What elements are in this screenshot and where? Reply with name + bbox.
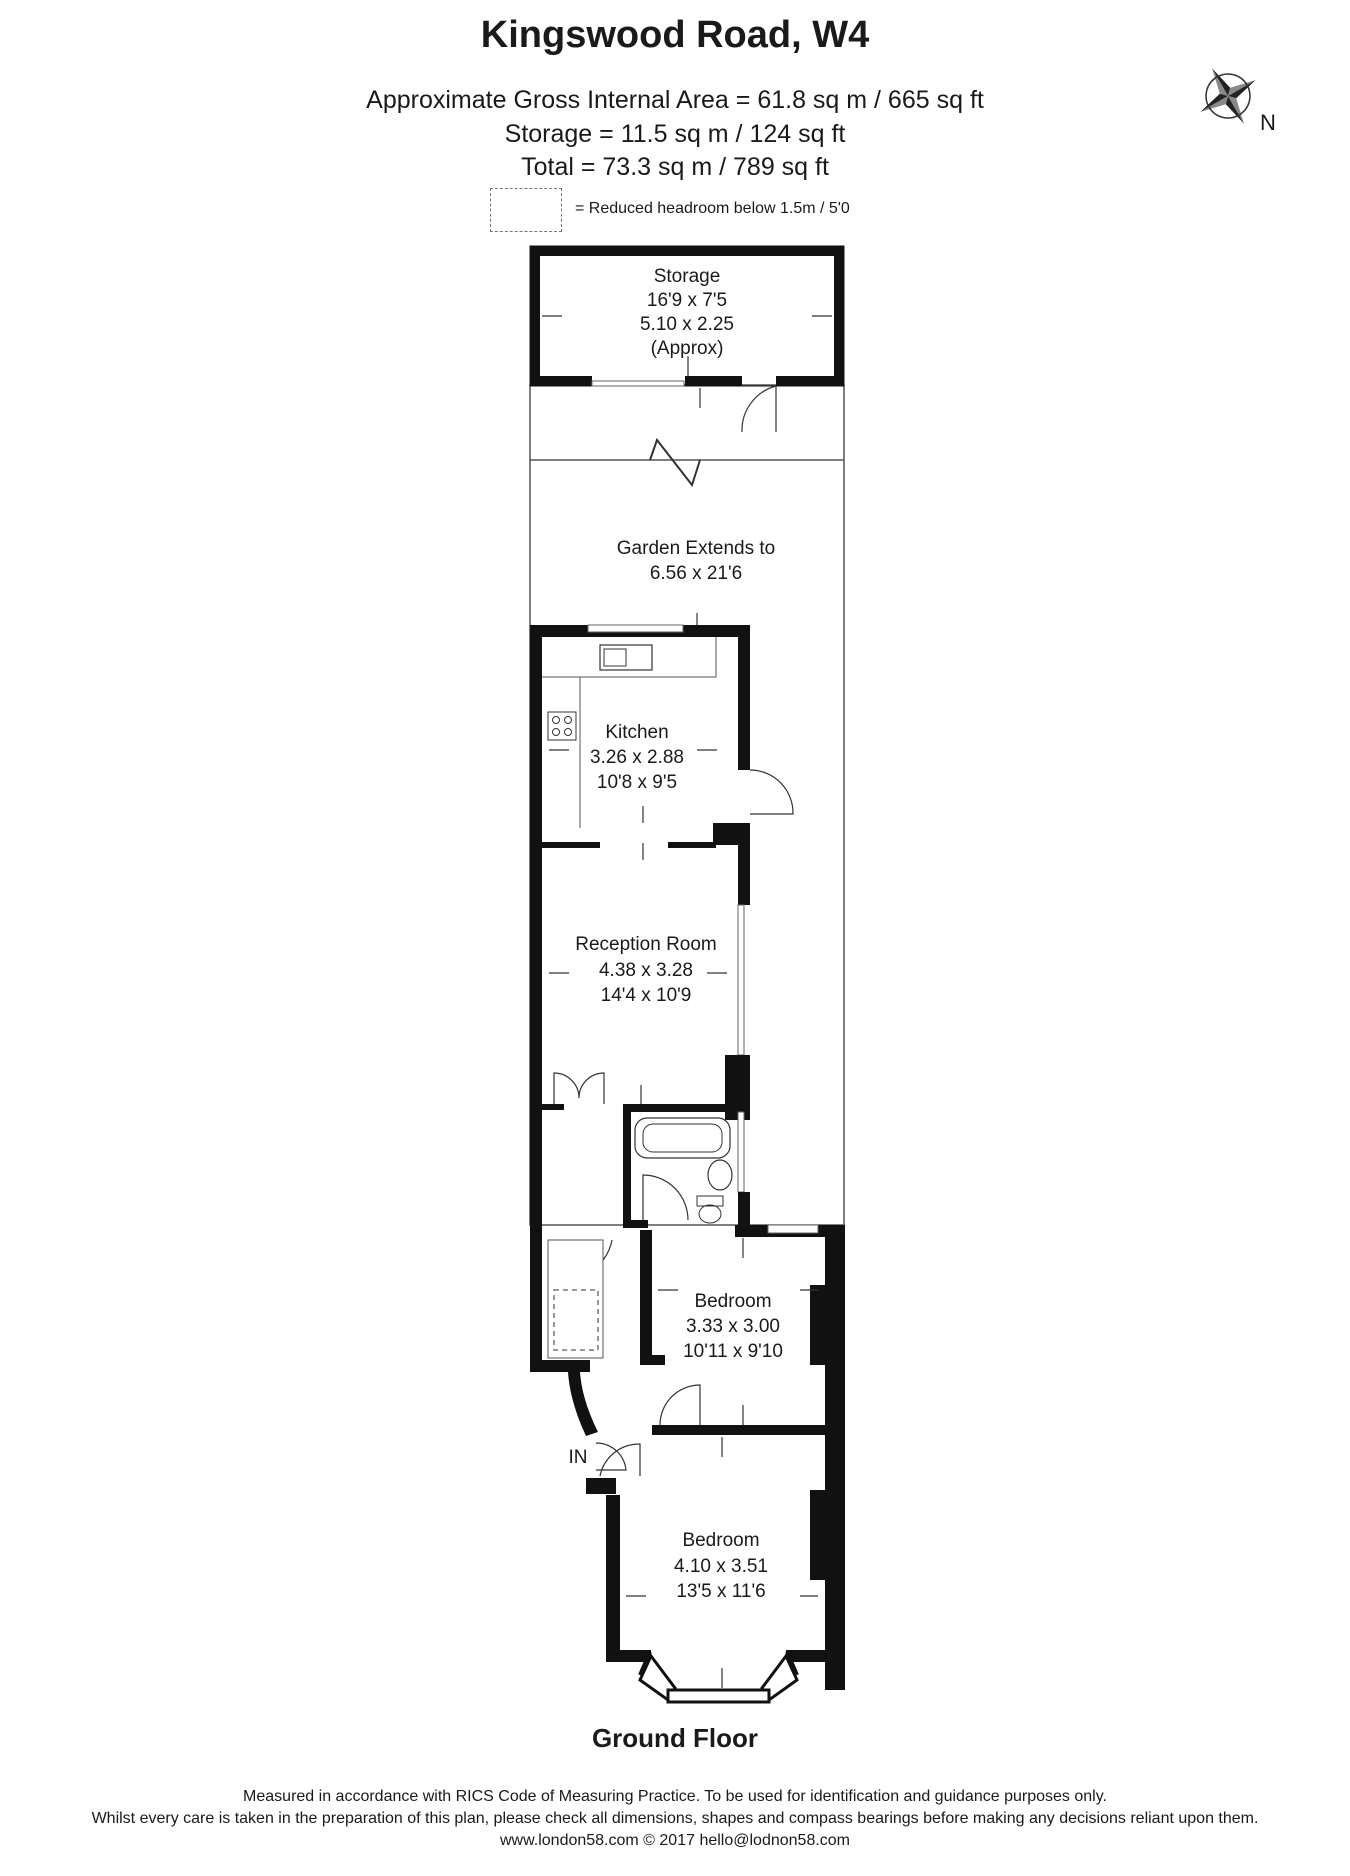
reception-metric: 4.38 x 3.28 [599,960,693,981]
legend-text: = Reduced headroom below 1.5m / 5'0 [575,200,850,217]
bedroom2-name: Bedroom [682,1530,759,1551]
garden-name: Garden Extends to [617,538,775,559]
plan-title: Kingswood Road, W4 [480,14,870,56]
kitchen-metric: 3.26 x 2.88 [590,747,684,768]
garden-dims: 6.56 x 21'6 [650,563,742,584]
reception-imperial: 14'4 x 10'9 [601,985,692,1006]
storage-metric: 5.10 x 2.25 [640,314,734,335]
bedroom1-metric: 3.33 x 3.00 [686,1316,780,1337]
bathroom-room [623,1111,750,1228]
kitchen-room [530,624,794,828]
reception-room [530,823,750,1363]
reception-name: Reception Room [575,934,717,955]
front-door: IN [569,1442,627,1471]
compass-icon: N [1200,68,1276,135]
storage-name: Storage [654,266,721,287]
gross-area-text: Approximate Gross Internal Area = 61.8 s… [366,86,984,114]
bedroom-front-room [640,1224,845,1690]
storage-note: (Approx) [651,338,724,359]
measurement-arrows [542,315,832,1688]
room-labels: Storage 16'9 x 7'5 5.10 x 2.25 (Approx) … [575,266,783,1602]
entrance-label: IN [569,1447,588,1468]
bedroom1-imperial: 10'11 x 9'10 [683,1341,783,1362]
disclaimer-line-1: Measured in accordance with RICS Code of… [243,1788,1107,1805]
disclaimer-line-3: www.london58.com © 2017 hello@lodnon58.c… [499,1832,851,1849]
compass-north-label: N [1260,110,1276,135]
disclaimer-line-2: Whilst every care is taken in the prepar… [91,1810,1259,1827]
kitchen-name: Kitchen [605,722,668,743]
storage-area-text: Storage = 11.5 sq m / 124 sq ft [504,120,846,148]
kitchen-imperial: 10'8 x 9'5 [597,772,677,793]
storage-imperial: 16'9 x 7'5 [647,290,727,311]
reduced-headroom-swatch [490,188,562,232]
storage-room [529,245,845,433]
hallway-and-cupboard [530,1230,641,1494]
garden-area [529,384,845,1226]
bedroom2-metric: 4.10 x 3.51 [674,1556,768,1577]
floor-label: Ground Floor [591,1723,759,1753]
bedroom1-name: Bedroom [694,1291,771,1312]
bedroom2-imperial: 13'5 x 11'6 [676,1581,765,1602]
total-area-text: Total = 73.3 sq m / 789 sq ft [521,153,829,181]
bedroom-rear-room [606,1490,845,1704]
